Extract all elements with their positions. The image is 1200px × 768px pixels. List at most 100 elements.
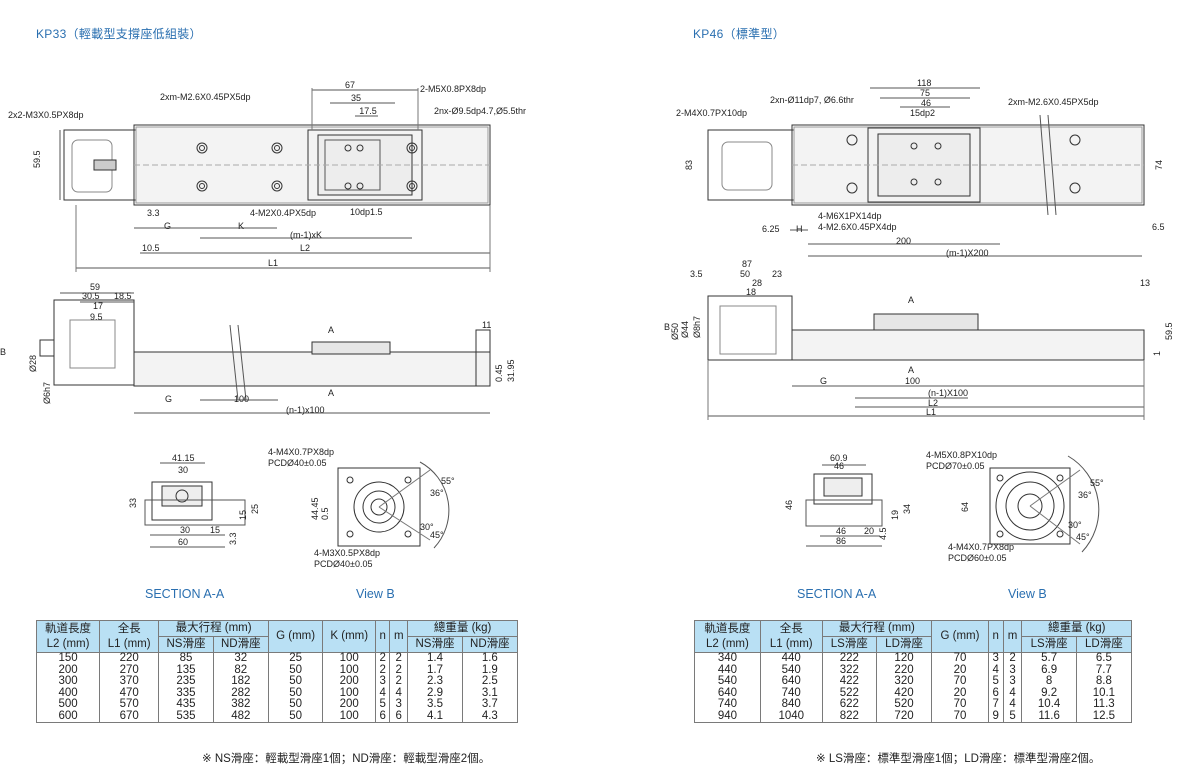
dim-1: 1 xyxy=(1152,351,1162,356)
table-cell: 4.1 xyxy=(407,710,463,723)
angle-36: 36° xyxy=(430,488,444,498)
table-cell: 740 xyxy=(694,698,761,711)
callout-pcd2-right: PCDØ60±0.05 xyxy=(948,553,1006,563)
th-n: n xyxy=(375,620,391,653)
th-stroke: 最大行程 (mm) xyxy=(158,620,269,637)
table-cell: 2.5 xyxy=(461,675,519,688)
table-cell: 10.4 xyxy=(1021,698,1077,711)
dim-L2-right: L2 xyxy=(928,398,938,408)
table-cell: 5 xyxy=(375,698,391,711)
dim-phi8: Ø8h7 xyxy=(692,316,702,338)
table-cell: 840 xyxy=(759,698,823,711)
dim-46-top: 46 xyxy=(834,461,844,471)
th-n-r: n xyxy=(987,620,1004,653)
table-cell: 1.6 xyxy=(461,652,519,665)
dim-118: 118 xyxy=(917,78,931,88)
angle-55-right: 55° xyxy=(1090,478,1104,488)
dim-44-45: 44.45 xyxy=(310,497,320,520)
left-top-view xyxy=(59,88,491,272)
callout-m5: 4-M5X0.8PX10dp xyxy=(926,450,997,460)
dim-19: 19 xyxy=(890,510,900,520)
label-A-bottom: A xyxy=(328,388,334,398)
dim-100-right: 100 xyxy=(905,376,920,386)
table-cell: 20 xyxy=(931,664,989,676)
table-cell: 150 xyxy=(35,652,101,665)
table-cell: 382 xyxy=(212,698,269,711)
right-section-labels: 60.9 46 46 46 20 86 4.5 19 34 xyxy=(784,453,912,546)
dim-64: 64 xyxy=(960,502,970,512)
table-cell: 3 xyxy=(987,652,1004,665)
angle-36-right: 36° xyxy=(1078,490,1092,500)
dim-75: 75 xyxy=(920,88,930,98)
table-cell: 200 xyxy=(322,698,377,711)
label-B-right: B xyxy=(664,322,670,332)
dim-11: 11 xyxy=(482,320,491,330)
dim-15dp2: 15dp2 xyxy=(910,108,935,118)
right-section-caption: SECTION A-A xyxy=(797,587,877,601)
table-cell: 70 xyxy=(931,710,989,723)
table-cell: 4 xyxy=(375,687,391,699)
table-cell: 1040 xyxy=(759,710,823,723)
dim-46: 46 xyxy=(921,98,931,108)
table-cell: 300 xyxy=(35,675,101,688)
table-cell: 7 xyxy=(987,698,1004,711)
table-cell: 2.3 xyxy=(407,675,463,688)
right-section-view xyxy=(805,464,883,547)
right-view-labels: 4-M5X0.8PX10dp PCDØ70±0.05 64 30° 45° 55… xyxy=(926,450,1104,563)
right-view-b xyxy=(989,455,1100,553)
table-cell: 9 xyxy=(987,710,1004,723)
dim-H: H xyxy=(796,224,803,234)
table-cell: 6 xyxy=(375,710,391,723)
table-cell: 482 xyxy=(212,710,269,723)
table-cell: 570 xyxy=(99,698,160,711)
dim-59: 59 xyxy=(90,282,100,292)
th-k: K (mm) xyxy=(322,620,377,653)
dim-0-45: 0.45 xyxy=(494,364,504,382)
dim-6-25: 6.25 xyxy=(762,224,780,234)
table-cell: 600 xyxy=(35,710,101,723)
dim-10-5: 10.5 xyxy=(142,243,160,253)
table-cell: 9.2 xyxy=(1021,687,1077,699)
dim-3-3: 3.3 xyxy=(147,208,160,218)
dim-28: 28 xyxy=(752,278,762,288)
dim-46-v: 46 xyxy=(784,500,794,510)
callout-m4: 2-M4X0.7PX10dp xyxy=(676,108,747,118)
table-cell: 500 xyxy=(35,698,101,711)
dim-9-5: 9.5 xyxy=(90,312,103,322)
dim-L2: L2 xyxy=(300,243,310,253)
th-w2: ND滑座 xyxy=(461,636,519,653)
right-top-view xyxy=(707,87,1145,257)
table-cell: 2 xyxy=(389,675,409,688)
table-cell: 8.8 xyxy=(1075,675,1133,688)
table-cell: 1.4 xyxy=(407,652,463,665)
table-cell: 5 xyxy=(1002,710,1023,723)
table-cell: 220 xyxy=(875,664,933,676)
table-cell: 2 xyxy=(1002,652,1023,665)
dim-31-95: 31.95 xyxy=(506,359,516,382)
angle-30-right: 30° xyxy=(1068,520,1082,530)
table-cell: 182 xyxy=(212,675,269,688)
table-cell: 70 xyxy=(931,675,989,688)
right-view-caption: View B xyxy=(1008,587,1047,601)
callout-m6: 4-M6X1PX14dp xyxy=(818,211,882,221)
dim-18-5: 18.5 xyxy=(114,291,132,301)
dim-18: 18 xyxy=(746,287,756,297)
table-cell: 5.7 xyxy=(1021,652,1077,665)
th-s2-r: LD滑座 xyxy=(875,636,933,653)
table-cell: 100 xyxy=(322,710,377,723)
left-section-labels: 41.15 30 33 30 15 60 3.3 15 25 xyxy=(128,453,260,547)
th-w2-r: LD滑座 xyxy=(1075,636,1133,653)
dim-17-5: 17.5 xyxy=(359,106,377,116)
dim-phi6: Ø6h7 xyxy=(42,382,52,404)
table-cell: 3 xyxy=(1002,675,1023,688)
table-cell: 640 xyxy=(694,687,761,699)
table-cell: 520 xyxy=(875,698,933,711)
table-cell: 10.1 xyxy=(1075,687,1133,699)
th-m: m xyxy=(389,620,409,653)
